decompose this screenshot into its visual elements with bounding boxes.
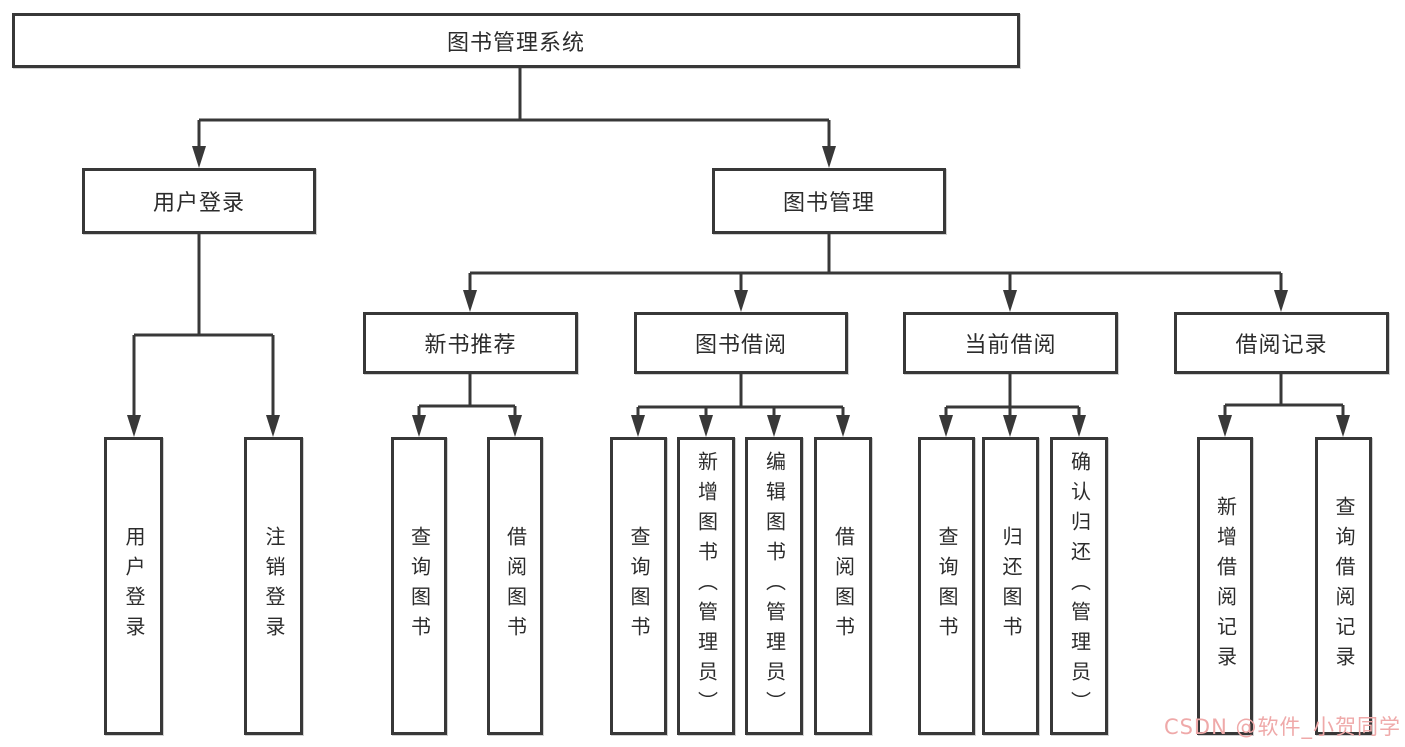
leaf-confirm-return-admin: 确认归还（管理员） [1050, 437, 1108, 735]
node-user-login: 用户登录 [82, 168, 316, 234]
leaf-add-borrow-record: 新增借阅记录 [1197, 437, 1253, 735]
leaf-query-books-borrow: 查询图书 [610, 437, 667, 735]
node-borrow-records: 借阅记录 [1174, 312, 1389, 374]
leaf-query-books-borrow-label: 查询图书 [627, 526, 651, 646]
leaf-query-books-recommend: 查询图书 [391, 437, 447, 735]
leaf-user-login: 用户登录 [104, 437, 163, 735]
leaf-borrow-books-label: 借阅图书 [831, 526, 856, 646]
leaf-query-books-current: 查询图书 [918, 437, 975, 735]
leaf-add-borrow-record-label: 新增借阅记录 [1213, 496, 1238, 676]
leaf-return-books-label: 归还图书 [999, 526, 1023, 646]
node-current-borrow-label: 当前借阅 [964, 333, 1057, 358]
leaf-confirm-return-admin-label: 确认归还（管理员） [1067, 451, 1092, 721]
watermark: CSDN @软件_小贺同学 [1163, 715, 1401, 739]
leaf-query-books-current-label: 查询图书 [935, 526, 959, 646]
node-root-label: 图书管理系统 [446, 30, 585, 56]
leaf-user-login-label: 用户登录 [122, 526, 146, 646]
leaf-query-borrow-record: 查询借阅记录 [1315, 437, 1372, 735]
leaf-add-book-admin: 新增图书（管理员） [677, 437, 735, 735]
leaf-edit-book-admin-label: 编辑图书（管理员） [762, 451, 787, 721]
node-new-book-recommend-label: 新书推荐 [424, 333, 517, 358]
leaf-borrow-books-recommend-label: 借阅图书 [503, 526, 528, 646]
leaf-query-borrow-record-label: 查询借阅记录 [1332, 496, 1356, 676]
leaf-add-book-admin-label: 新增图书（管理员） [694, 451, 719, 721]
leaf-logout: 注销登录 [244, 437, 303, 735]
node-borrow-records-label: 借阅记录 [1235, 333, 1328, 358]
node-book-management: 图书管理 [712, 168, 946, 234]
node-book-borrow-label: 图书借阅 [694, 333, 787, 358]
leaf-borrow-books-recommend: 借阅图书 [487, 437, 543, 735]
leaf-query-books-recommend-label: 查询图书 [407, 526, 432, 646]
leaf-borrow-books: 借阅图书 [814, 437, 872, 735]
node-root: 图书管理系统 [12, 13, 1020, 68]
leaf-logout-label: 注销登录 [262, 526, 286, 646]
leaf-return-books: 归还图书 [982, 437, 1039, 735]
node-new-book-recommend: 新书推荐 [363, 312, 578, 374]
node-current-borrow: 当前借阅 [903, 312, 1118, 374]
node-book-borrow: 图书借阅 [634, 312, 848, 374]
node-user-login-label: 用户登录 [152, 191, 245, 216]
leaf-edit-book-admin: 编辑图书（管理员） [745, 437, 803, 735]
node-book-management-label: 图书管理 [782, 191, 875, 216]
